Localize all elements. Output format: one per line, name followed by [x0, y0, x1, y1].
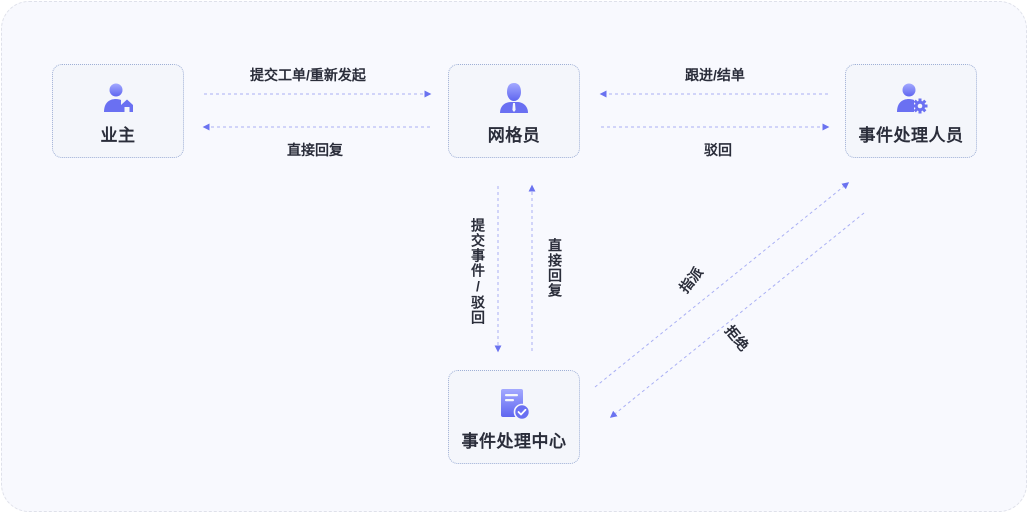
edge-label-submit-order: 提交工单/重新发起 [250, 67, 366, 83]
node-handler[interactable]: 事件处理人员 [845, 64, 977, 158]
node-label: 网格员 [487, 126, 541, 145]
node-label: 事件处理人员 [858, 126, 964, 145]
edge-handler-to-center [609, 212, 865, 418]
edge-label-direct-reply-vertical: 直接回复 [547, 238, 563, 298]
staff-person-icon [500, 83, 528, 113]
node-label: 业主 [100, 126, 136, 145]
node-owner[interactable]: 业主 [52, 64, 184, 158]
edge-label-follow-close: 跟进/结单 [685, 67, 745, 83]
user-gear-icon [897, 83, 928, 114]
document-check-icon [501, 389, 531, 421]
node-event-center[interactable]: 事件处理中心 [448, 370, 580, 464]
node-grid-worker[interactable]: 网格员 [448, 64, 580, 158]
edge-center-to-handler [594, 182, 850, 388]
edge-label-direct-reply: 直接回复 [287, 142, 343, 158]
node-label: 事件处理中心 [461, 432, 567, 451]
edge-label-reject-back: 驳回 [704, 142, 732, 158]
edge-label-submit-event: 提交事件/驳回 [470, 218, 486, 325]
user-home-icon [104, 83, 133, 112]
